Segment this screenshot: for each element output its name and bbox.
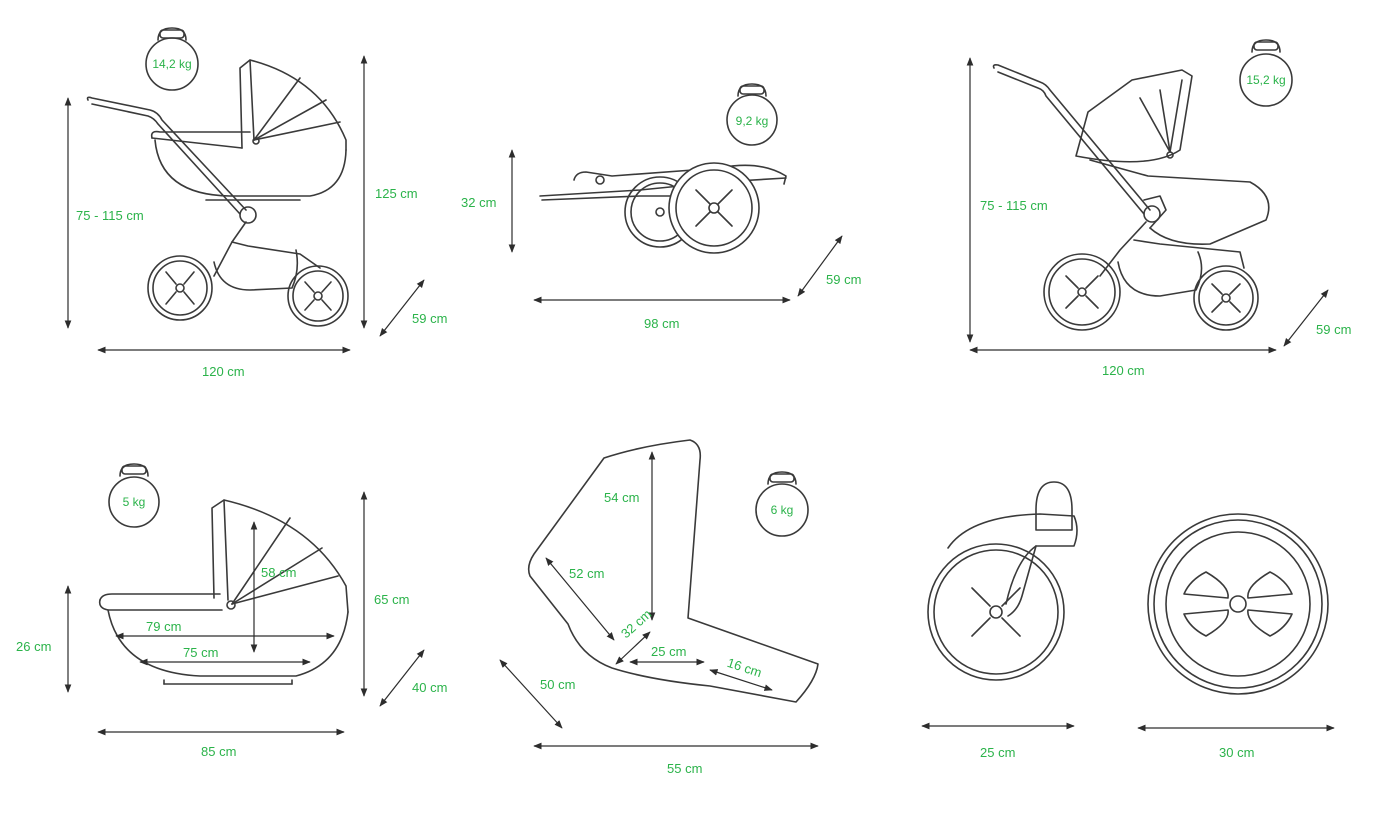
wheels-drawing — [921, 481, 1335, 732]
rear-wheel — [1147, 513, 1329, 695]
carrycot-outer-height-label: 26 cm — [16, 639, 52, 654]
weight-icon — [755, 471, 809, 537]
pram-front-wheel — [147, 255, 213, 321]
front-wheel — [927, 481, 1078, 681]
folded-wheel-front — [668, 162, 760, 254]
carrycot-inner-length-label: 75 cm — [183, 645, 219, 660]
pram-rear-wheel — [287, 265, 349, 327]
weight-icon — [1239, 39, 1293, 107]
pram-drawing — [64, 27, 425, 354]
seat-width-label: 50 cm — [540, 677, 576, 692]
seat-drawing — [499, 439, 819, 750]
rear-wheel-diameter-label: 30 cm — [1219, 745, 1255, 760]
weight-icon — [108, 463, 160, 528]
carrycot-drawing — [64, 463, 425, 736]
weight-icon — [145, 27, 199, 91]
stroller-front-wheel — [1043, 253, 1121, 331]
carrycot-depth-label: 40 cm — [412, 680, 448, 695]
stroller-weight-label: 15,2 kg — [1246, 73, 1286, 87]
carrycot-height-label: 65 cm — [374, 592, 410, 607]
pram-height-label: 75 - 115 cm — [76, 208, 144, 223]
stroller-height-label: 75 - 115 cm — [980, 198, 1048, 213]
seat-weight-label: 6 kg — [770, 503, 794, 517]
seat-length-label: 25 cm — [651, 644, 687, 659]
seat-diagonal-label: 52 cm — [569, 566, 605, 581]
folded-drawing — [508, 83, 843, 304]
stroller-depth-label: 59 cm — [1316, 322, 1352, 337]
stroller-rear-wheel — [1193, 265, 1259, 331]
folded-height-label: 32 cm — [461, 195, 497, 210]
weight-icon — [726, 83, 778, 146]
carrycot-hood-height-label: 58 cm — [261, 565, 297, 580]
pram-length-label: 120 cm — [202, 364, 245, 379]
pram-weight-label: 14,2 kg — [152, 57, 192, 71]
folded-depth-label: 59 cm — [826, 272, 862, 287]
front-wheel-diameter-label: 25 cm — [980, 745, 1016, 760]
stroller-drawing — [966, 39, 1329, 354]
carrycot-weight-label: 5 kg — [122, 495, 146, 509]
seat-back-height-label: 54 cm — [604, 490, 640, 505]
pram-overall-height-label: 125 cm — [375, 186, 418, 201]
stroller-length-label: 120 cm — [1102, 363, 1145, 378]
seat-overall-length-label: 55 cm — [667, 761, 703, 776]
folded-length-label: 98 cm — [644, 316, 680, 331]
pram-depth-label: 59 cm — [412, 311, 448, 326]
folded-weight-label: 9,2 kg — [735, 114, 769, 128]
carrycot-length-label: 85 cm — [201, 744, 237, 759]
carrycot-top-length-label: 79 cm — [146, 619, 182, 634]
